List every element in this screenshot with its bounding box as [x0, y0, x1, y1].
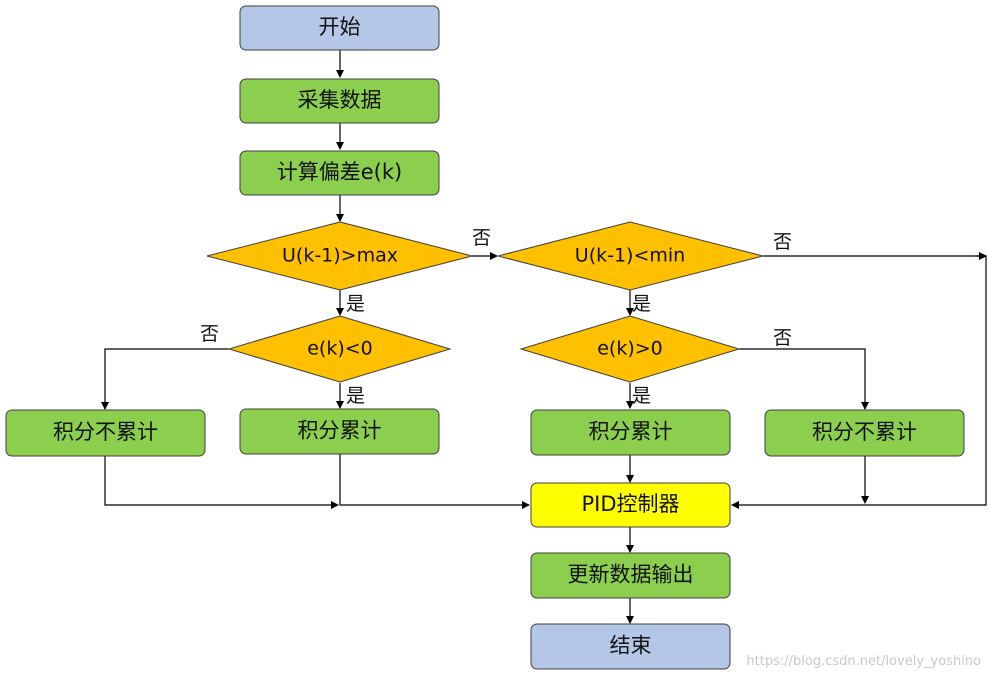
edge-noaccum-left-pid [104, 456, 339, 509]
watermark: https://blog.csdn.net/lovely_yoshino [746, 654, 981, 669]
check-max-diamond [206, 221, 473, 291]
edge-accum-left-pid [339, 454, 530, 509]
edge-ekneg-no [101, 348, 229, 410]
label-min-no: 否 [773, 231, 792, 253]
check-max-label: U(k-1)>max [282, 245, 398, 267]
label-ekneg-no: 否 [200, 323, 219, 345]
end-box [530, 623, 731, 670]
check-ek-neg-diamond [227, 315, 452, 383]
node-accum-left: 积分累计 [239, 408, 440, 455]
end-label: 结束 [610, 634, 652, 658]
label-min-yes: 是 [632, 293, 651, 315]
node-check-ek-neg: e(k)<0 [227, 315, 452, 383]
collect-box [239, 78, 440, 124]
node-pid: PID控制器 [530, 482, 731, 528]
check-min-label: U(k-1)<min [575, 245, 685, 267]
node-check-ek-pos: e(k)>0 [519, 315, 741, 383]
collect-label: 采集数据 [298, 88, 382, 112]
no-accum-left-label: 积分不累计 [53, 420, 158, 444]
check-ek-pos-label: e(k)>0 [597, 338, 663, 360]
calc-error-label: 计算偏差e(k) [277, 160, 402, 184]
pid-label: PID控制器 [581, 492, 679, 516]
check-ek-pos-diamond [519, 315, 741, 383]
node-check-max: U(k-1)>max [206, 221, 473, 291]
label-max-yes: 是 [346, 293, 365, 315]
no-accum-left-box [5, 409, 206, 457]
no-accum-right-box [764, 409, 965, 457]
label-ekpos-yes: 是 [632, 385, 651, 407]
start-label: 开始 [319, 15, 361, 39]
no-accum-right-label: 积分不累计 [812, 420, 917, 444]
edge-min-no [731, 255, 987, 509]
edge-ekpos-no [739, 348, 869, 410]
node-update-output: 更新数据输出 [530, 552, 731, 599]
node-collect: 采集数据 [239, 78, 440, 124]
node-end: 结束 [530, 623, 731, 670]
accum-left-box [239, 408, 440, 455]
label-max-no: 否 [472, 227, 491, 249]
accum-right-box [530, 409, 731, 456]
node-start: 开始 [239, 5, 440, 51]
node-no-accum-left: 积分不累计 [5, 409, 206, 457]
check-ek-neg-label: e(k)<0 [307, 338, 373, 360]
calc-error-box [239, 150, 440, 196]
update-output-box [530, 552, 731, 599]
connectors [101, 50, 987, 624]
check-min-diamond [497, 221, 764, 291]
node-no-accum-right: 积分不累计 [764, 409, 965, 457]
accum-left-label: 积分累计 [298, 419, 382, 443]
label-ekneg-yes: 是 [346, 385, 365, 407]
update-output-label: 更新数据输出 [568, 563, 694, 587]
node-check-min: U(k-1)<min [497, 221, 764, 291]
label-ekpos-no: 否 [773, 327, 792, 349]
node-accum-right: 积分累计 [530, 409, 731, 456]
start-box [239, 5, 440, 51]
pid-box [530, 482, 731, 528]
accum-right-label: 积分累计 [589, 420, 673, 444]
node-calc-error: 计算偏差e(k) [239, 150, 440, 196]
edge-labels: 否 否 是 是 否 是 否 是 [200, 227, 792, 407]
